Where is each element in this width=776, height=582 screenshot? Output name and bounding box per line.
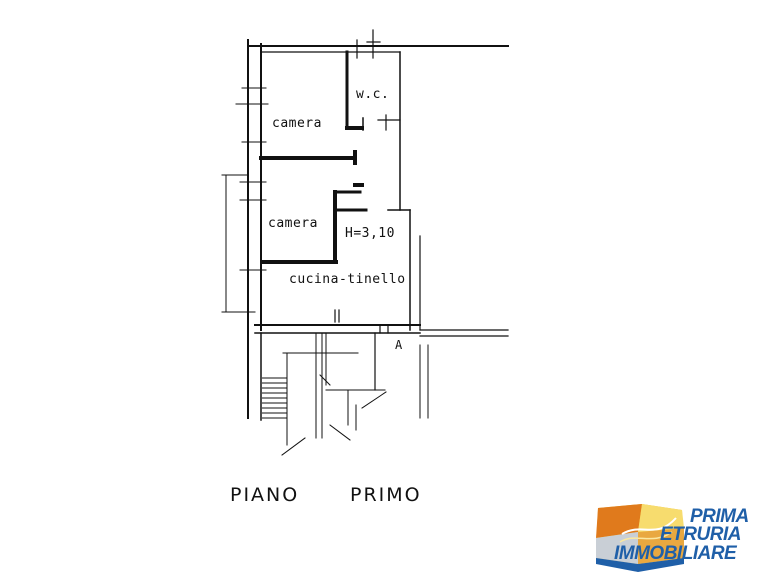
caption-primo: PRIMO <box>350 484 422 506</box>
room-label-camera-mid: camera <box>268 216 318 231</box>
brand-logo-mark <box>596 504 684 572</box>
room-label-wc: w.c. <box>356 87 390 102</box>
brand-logo-line2: ETRURIA <box>660 524 741 545</box>
section-mark: A <box>395 338 403 352</box>
room-label-camera-top: camera <box>272 116 322 131</box>
room-label-cucina: cucina-tinello <box>289 272 406 287</box>
brand-logo-line1: PRIMA <box>690 506 749 527</box>
brand-logo-line3: IMMOBILIARE <box>614 543 737 564</box>
ceiling-height-label: H=3,10 <box>345 226 395 241</box>
caption-piano: PIANO <box>230 484 300 506</box>
